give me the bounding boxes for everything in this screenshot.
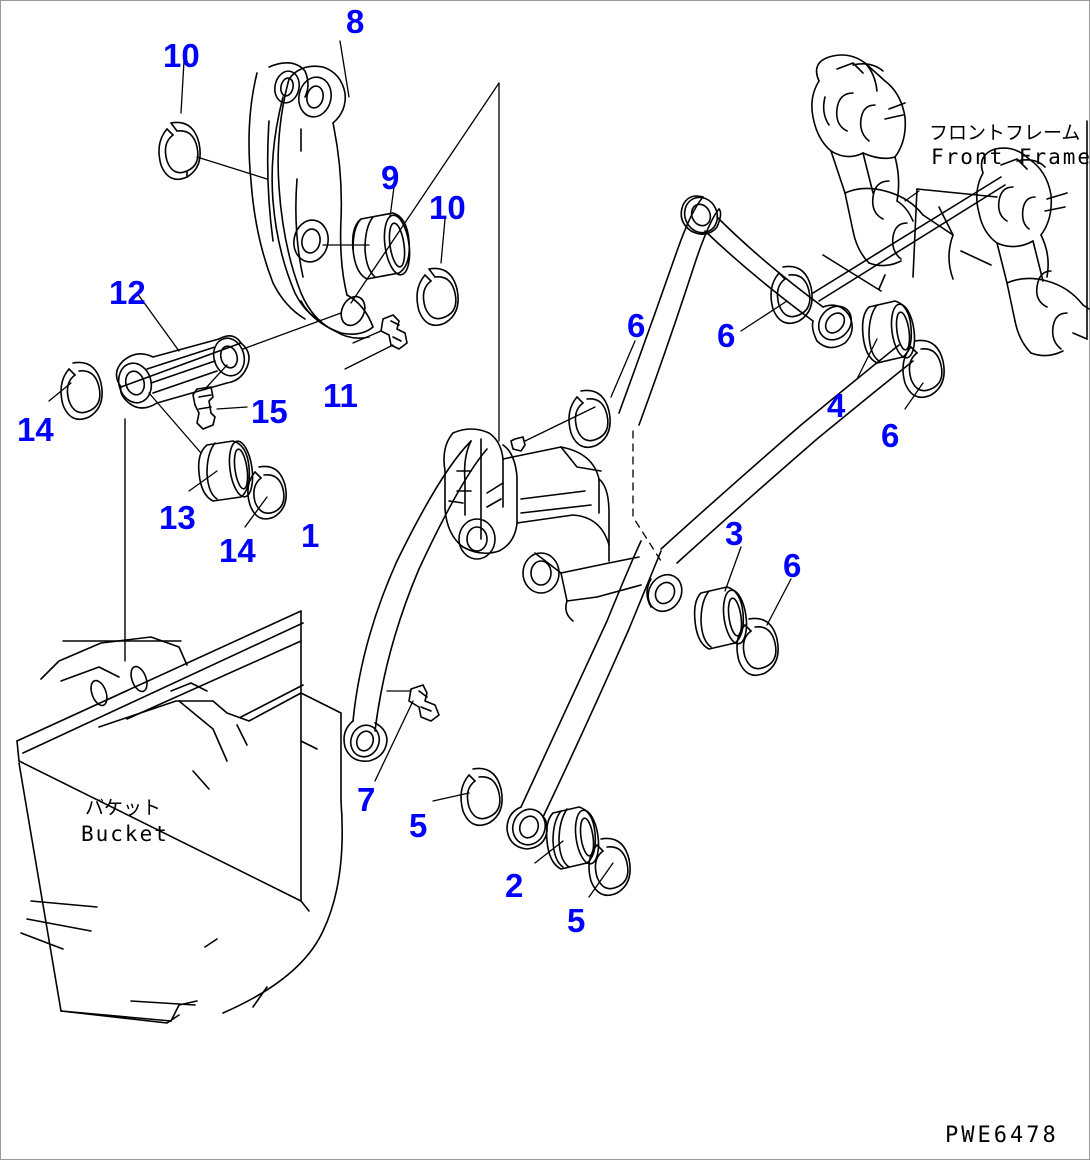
leader-15-stem [204,364,228,390]
snap-ring-10-right [416,267,459,327]
leader-6-of-3 [766,578,792,626]
callout-6: 6 [881,417,900,454]
drawing-number: PWE6478 [945,1123,1059,1148]
snap-ring-14-right [247,465,287,520]
boom-center-bracket [443,428,642,622]
leader-13-to-link [148,392,202,454]
bushing-13 [197,440,254,502]
leader-9 [389,186,395,218]
boom-lower-right-arm [506,540,662,850]
callout-9: 9 [381,159,400,196]
leader-6a-to-part [524,406,596,442]
bushing-2 [545,806,600,870]
snap-ring-6-of-3 [736,617,779,677]
leader-10-right [440,218,446,264]
boom-arm-left [343,440,488,763]
grease-fitting-15 [192,386,216,430]
upper-link-arm [704,216,853,349]
callout-4: 4 [827,387,846,424]
callout-3: 3 [725,515,744,552]
leader-6-mid-to-bore [632,430,662,562]
leader-13 [188,470,218,492]
leader-3 [724,546,742,592]
callout-14: 14 [17,411,54,448]
callout-5: 5 [567,902,586,939]
callout-1: 1 [301,517,320,554]
front-frame-label-en: Front Frame [931,145,1090,169]
leader-8 [339,40,350,98]
grease-fitting-11 [380,314,408,350]
boom-right-eye [646,573,683,613]
front-frame-label-jp: フロントフレーム [929,122,1081,144]
bushing-3 [693,586,748,650]
bell-crank [248,62,374,339]
callout-15: 15 [251,393,288,430]
snap-ring-6-mid [568,389,611,449]
bucket-label-jp: バケット [85,797,162,819]
callout-6: 6 [783,547,802,584]
callout-11: 11 [323,377,358,414]
link-12 [115,335,250,409]
leader-frame-label [904,190,920,202]
callout-6: 6 [627,307,646,344]
lower-link-arm [660,344,914,564]
leader-7 [374,700,414,782]
leader-4 [856,338,878,380]
leader-12 [136,292,180,352]
snap-ring-5-right [588,837,631,897]
callout-2: 2 [505,867,524,904]
callout-5: 5 [409,807,428,844]
bushing-9 [351,212,411,280]
leader-6-right-of-4 [904,382,924,410]
leader-10-left-to-part [196,156,268,180]
leader-14-right [244,496,268,528]
front-frame [811,54,1090,357]
bucket-body [16,610,343,1024]
leader-15 [216,406,248,410]
grease-fitting-boom-top [510,436,526,452]
callout-7: 7 [357,781,376,818]
callout-13: 13 [159,499,196,536]
leader-5-right [588,862,614,898]
grease-fitting-7 [408,684,440,722]
leader-8b [350,82,500,304]
leader-12-to-crank [242,312,342,350]
leader-5-left [432,792,470,802]
leader-10-left [180,60,185,114]
bushing-4 [861,300,916,364]
leader-14-left [48,382,72,402]
callout-8: 8 [346,3,365,40]
leader-6-upper-right [740,300,788,332]
leader-11 [344,344,394,370]
callout-14: 14 [219,532,256,569]
boom-arm-right [618,195,722,426]
snap-ring-5-left [460,767,503,827]
leader-2 [534,840,564,864]
leader-11-part [352,330,382,344]
snap-ring-10-left [158,121,201,181]
snap-ring-6-right-of-4 [902,339,945,399]
callout-10: 10 [163,37,200,74]
leader-6-mid [610,340,636,398]
callout-6: 6 [717,317,736,354]
callout-10: 10 [429,189,466,226]
bucket-label-en: Bucket [81,822,169,846]
snap-ring-14-left [60,361,103,421]
callout-12: 12 [109,274,146,311]
